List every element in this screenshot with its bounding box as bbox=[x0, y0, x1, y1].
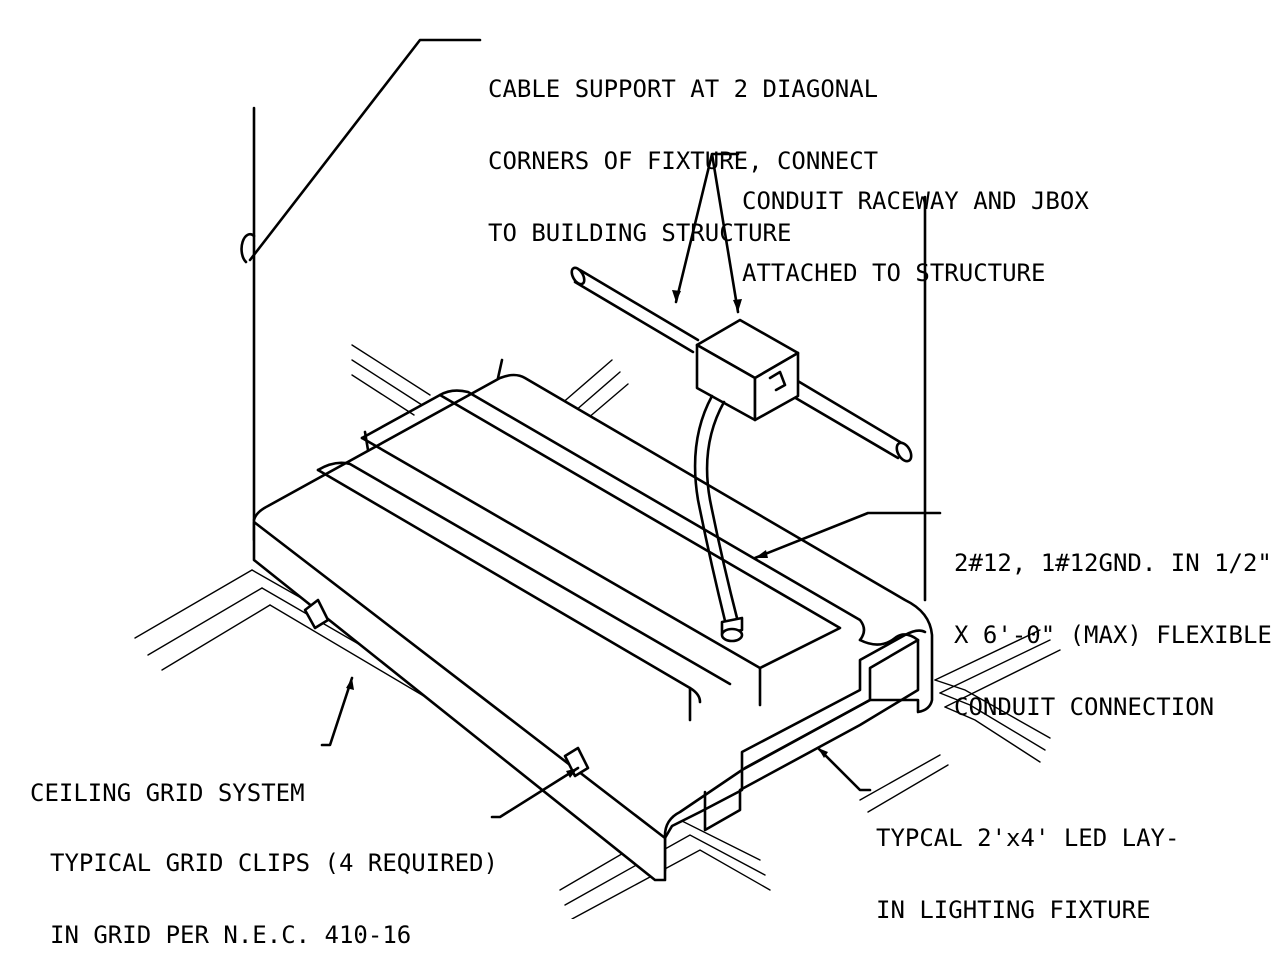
conduit-raceway bbox=[570, 266, 913, 463]
callout-line: CONDUIT CONNECTION bbox=[954, 693, 1215, 721]
callout-lighting-fixture: TYPCAL 2'x4' LED LAY- IN LIGHTING FIXTUR… bbox=[876, 778, 1179, 946]
callout-line: CORNERS OF FIXTURE, CONNECT bbox=[488, 147, 879, 175]
callout-line: X 6'-0" (MAX) FLEXIBLE bbox=[954, 621, 1272, 649]
callout-line: TYPCAL 2'x4' LED LAY- bbox=[876, 824, 1180, 852]
leader-lines bbox=[248, 38, 942, 819]
callout-ceiling-grid: CEILING GRID SYSTEM bbox=[30, 733, 305, 829]
detail-drawing: CABLE SUPPORT AT 2 DIAGONAL CORNERS OF F… bbox=[30, 29, 1272, 947]
callout-grid-clips: TYPICAL GRID CLIPS (4 REQUIRED) IN GRID … bbox=[50, 803, 498, 971]
callout-line: CONDUIT RACEWAY AND JBOX bbox=[742, 187, 1089, 215]
grid-clip bbox=[303, 598, 330, 630]
grid-clip bbox=[563, 746, 590, 778]
callout-flexible-conduit: 2#12, 1#12GND. IN 1/2" X 6'-0" (MAX) FLE… bbox=[954, 503, 1272, 743]
fixture-isometric-drawing bbox=[134, 38, 1061, 919]
callout-cable-support: CABLE SUPPORT AT 2 DIAGONAL CORNERS OF F… bbox=[488, 29, 878, 269]
callout-line: TO BUILDING STRUCTURE bbox=[488, 219, 792, 247]
callout-line: ATTACHED TO STRUCTURE bbox=[742, 259, 1046, 287]
flexible-conduit bbox=[693, 394, 744, 643]
callout-line: TYPICAL GRID CLIPS (4 REQUIRED) bbox=[50, 849, 498, 877]
callout-line: CABLE SUPPORT AT 2 DIAGONAL bbox=[488, 75, 879, 103]
callout-line: CEILING GRID SYSTEM bbox=[30, 779, 305, 807]
support-wires bbox=[240, 106, 927, 602]
callout-line: IN LIGHTING FIXTURE bbox=[876, 896, 1151, 924]
callout-line: 2#12, 1#12GND. IN 1/2" bbox=[954, 549, 1272, 577]
led-lighting-fixture bbox=[252, 358, 934, 882]
callout-line: IN GRID PER N.E.C. 410-16 bbox=[50, 921, 412, 949]
callout-conduit-raceway: CONDUIT RACEWAY AND JBOX ATTACHED TO STR… bbox=[742, 141, 1089, 309]
